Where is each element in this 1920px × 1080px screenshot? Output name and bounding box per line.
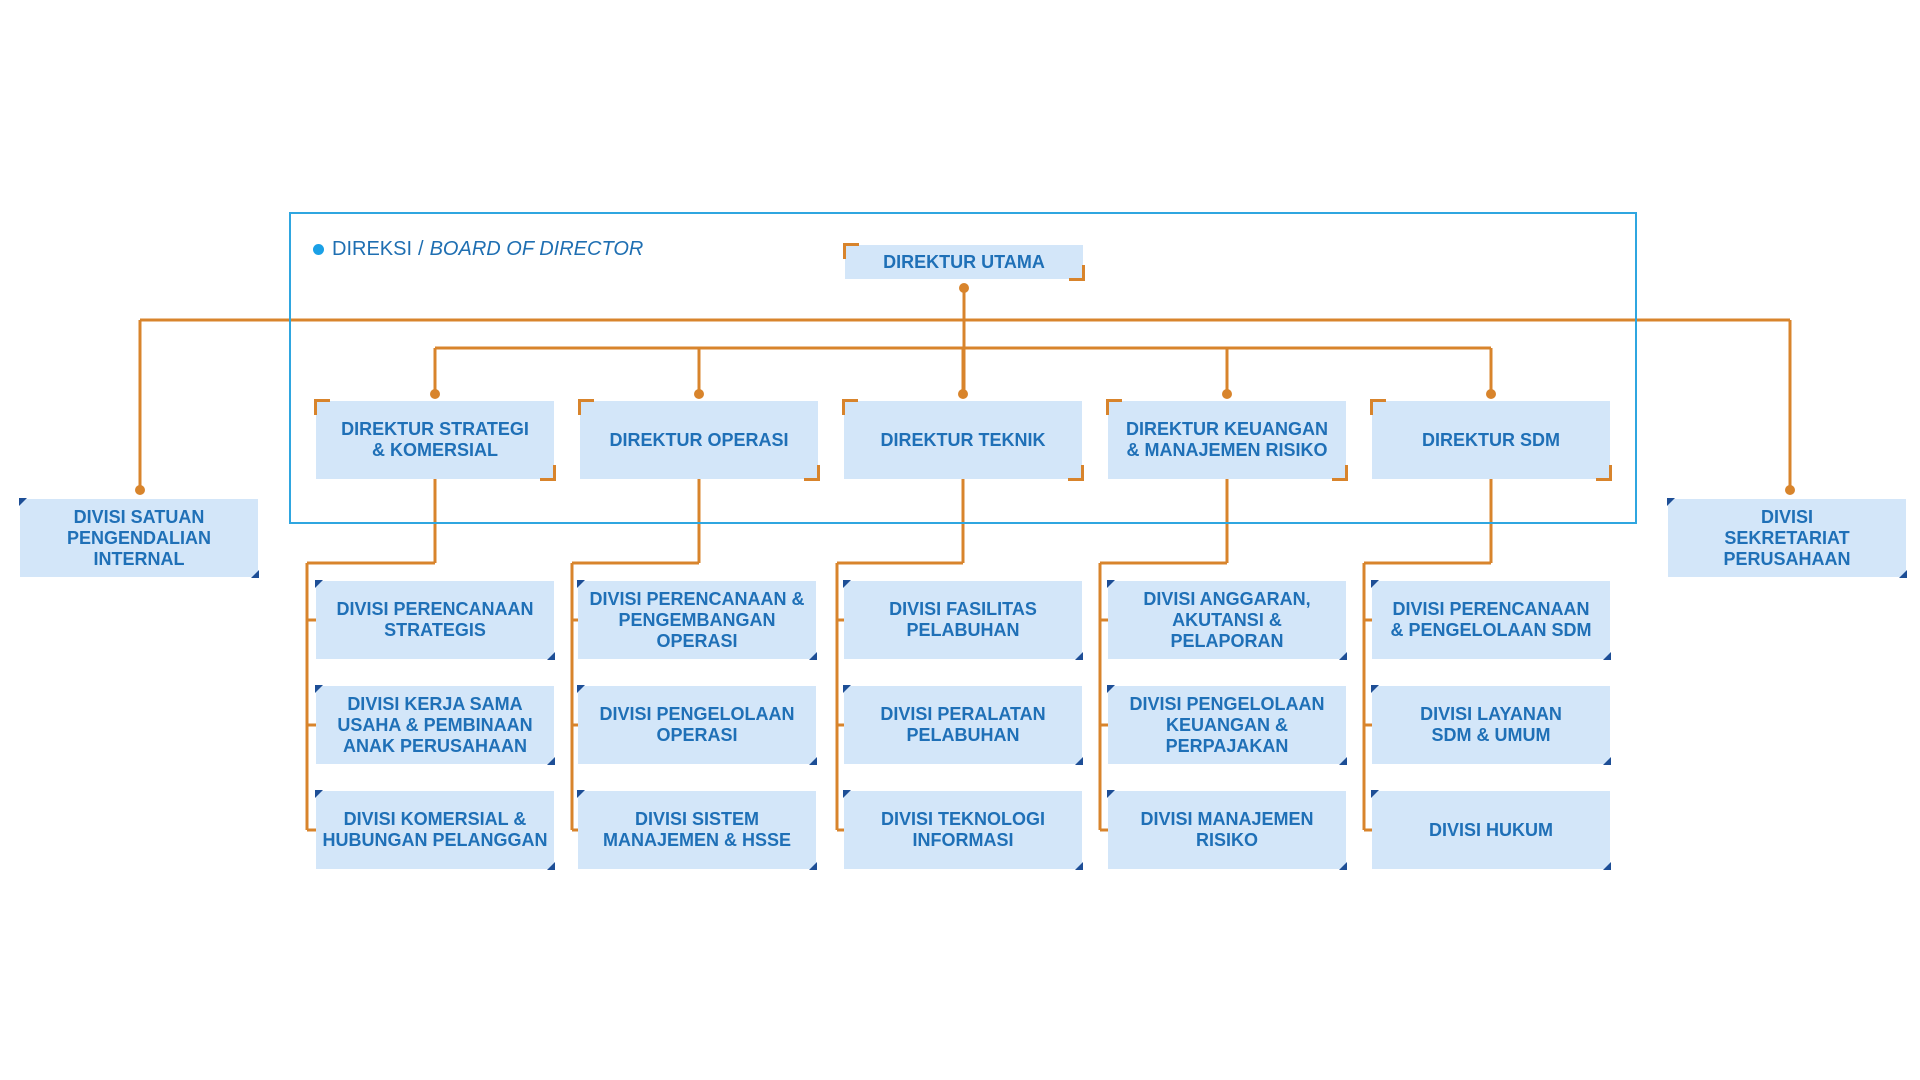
division-box: DIVISI PERENCANAAN STRATEGIS (315, 580, 555, 660)
division-box: DIVISI LAYANAN SDM & UMUM (1371, 685, 1611, 765)
division-box: DIVISI MANAJEMEN RISIKO (1107, 790, 1347, 870)
board-label-separator: / (418, 238, 424, 260)
division-box: DIVISI PERENCANAAN & PENGEMBANGAN OPERAS… (577, 580, 817, 660)
connector-dot (958, 389, 968, 399)
board-label: DIREKSI / BOARD OF DIRECTOR (313, 238, 643, 261)
division-box: DIVISI KOMERSIAL & HUBUNGAN PELANGGAN (315, 790, 555, 870)
director-teknik: DIREKTUR TEKNIK (842, 399, 1084, 481)
connector-dot (959, 283, 969, 293)
director-keuangan: DIREKTUR KEUANGAN & MANAJEMEN RISIKO (1106, 399, 1348, 481)
connector-dot (430, 389, 440, 399)
side-unit-left: DIVISI SATUAN PENGENDALIAN INTERNAL (19, 498, 259, 578)
director-operasi: DIREKTUR OPERASI (578, 399, 820, 481)
bullet-icon (313, 244, 324, 255)
division-box: DIVISI SISTEM MANAJEMEN & HSSE (577, 790, 817, 870)
division-box: DIVISI FASILITAS PELABUHAN (843, 580, 1083, 660)
connector-dot (694, 389, 704, 399)
director-strategi: DIREKTUR STRATEGI & KOMERSIAL (314, 399, 556, 481)
board-label-id: DIREKSI (332, 238, 413, 260)
connector-dot (135, 485, 145, 495)
division-box: DIVISI PERENCANAAN & PENGELOLAAN SDM (1371, 580, 1611, 660)
division-box: DIVISI PENGELOLAAN OPERASI (577, 685, 817, 765)
division-box: DIVISI TEKNOLOGI INFORMASI (843, 790, 1083, 870)
side-unit-right: DIVISI SEKRETARIAT PERUSAHAAN (1667, 498, 1907, 578)
connector-dot (1785, 485, 1795, 495)
division-box: DIVISI HUKUM (1371, 790, 1611, 870)
division-box: DIVISI ANGGARAN, AKUTANSI & PELAPORAN (1107, 580, 1347, 660)
director-sdm: DIREKTUR SDM (1370, 399, 1612, 481)
board-label-en: BOARD OF DIRECTOR (429, 238, 644, 260)
division-box: DIVISI PENGELOLAAN KEUANGAN & PERPAJAKAN (1107, 685, 1347, 765)
ceo-box: DIREKTUR UTAMA (843, 243, 1085, 281)
division-box: DIVISI PERALATAN PELABUHAN (843, 685, 1083, 765)
board-of-directors-frame (289, 212, 1637, 524)
connector-dot (1486, 389, 1496, 399)
division-box: DIVISI KERJA SAMA USAHA & PEMBINAAN ANAK… (315, 685, 555, 765)
connector-dot (1222, 389, 1232, 399)
